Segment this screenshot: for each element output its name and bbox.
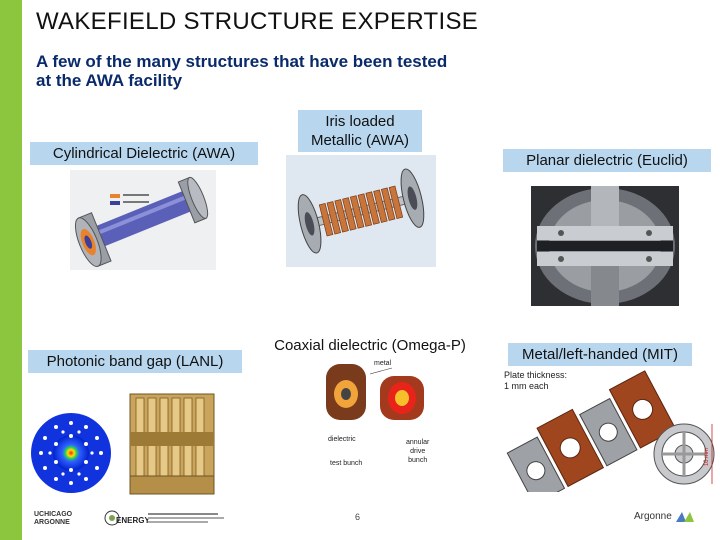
label-iris-line-1: Iris loaded — [325, 113, 395, 130]
subtitle-line-1: A few of the many structures that have b… — [36, 52, 448, 71]
mit-plate-line-1: Plate thickness: — [504, 370, 568, 380]
coax-annular-line-2: drive — [410, 448, 426, 455]
doe-seal-icon — [104, 510, 120, 526]
label-metal-left-handed: Metal/left-handed (MIT) — [508, 343, 692, 366]
uchicago-logo-line-2: ARGONNE — [34, 519, 70, 526]
coax-annular-line-3: bunch — [408, 457, 428, 464]
photonic-field-pattern-image — [30, 412, 112, 494]
coax-label-dielectric: dielectric — [328, 436, 356, 443]
subtitle-line-2: at the AWA facility — [36, 71, 183, 90]
metal-left-handed-diagram: Plate thickness: 1 mm each 16 mm — [494, 368, 718, 492]
label-cylindrical-dielectric: Cylindrical Dielectric (AWA) — [30, 142, 258, 165]
coax-annular-line-1: annular — [406, 439, 430, 446]
uchicago-logo-line-1: UCHICAGO — [34, 511, 73, 518]
photonic-structure-image — [124, 388, 220, 504]
doe-energy-text: ENERGY — [116, 516, 150, 525]
label-coaxial-dielectric: Coaxial dielectric (Omega-P) — [254, 334, 486, 357]
coax-label-annular-drive-bunch: annular drive bunch — [406, 438, 429, 465]
uchicago-argonne-logo: UCHICAGO ARGONNE — [34, 511, 98, 527]
label-iris-line-2: Metallic (AWA) — [310, 132, 410, 149]
mit-plate-line-2: 1 mm each — [504, 381, 549, 391]
doe-affiliation-fine-print — [148, 513, 228, 523]
cylindrical-dielectric-image — [70, 170, 216, 270]
left-accent-bar — [0, 0, 22, 540]
label-planar-dielectric: Planar dielectric (Euclid) — [503, 149, 711, 172]
mit-dimension-label: 16 mm — [704, 447, 711, 467]
page-number: 6 — [355, 512, 361, 522]
argonne-logo-text: Argonne — [634, 511, 672, 522]
argonne-logo: Argonne — [634, 511, 698, 525]
slide-subtitle: A few of the many structures that have b… — [36, 52, 556, 90]
slide-title: WAKEFIELD STRUCTURE EXPERTISE — [36, 8, 479, 35]
coaxial-dielectric-diagram: metal dielectric test bunch annular driv… — [322, 358, 454, 470]
argonne-leaf-icon — [676, 512, 694, 522]
coax-label-metal: metal — [374, 360, 392, 367]
mit-plate-thickness-label: Plate thickness: 1 mm each — [504, 370, 567, 392]
doe-energy-logo: ENERGY — [104, 510, 150, 526]
planar-dielectric-image — [531, 186, 679, 306]
label-iris-loaded-metallic: Iris loaded Metallic (AWA) — [298, 110, 422, 152]
iris-loaded-metallic-image — [286, 155, 436, 267]
coax-label-test-bunch: test bunch — [330, 460, 363, 467]
label-photonic-band-gap: Photonic band gap (LANL) — [28, 350, 242, 373]
